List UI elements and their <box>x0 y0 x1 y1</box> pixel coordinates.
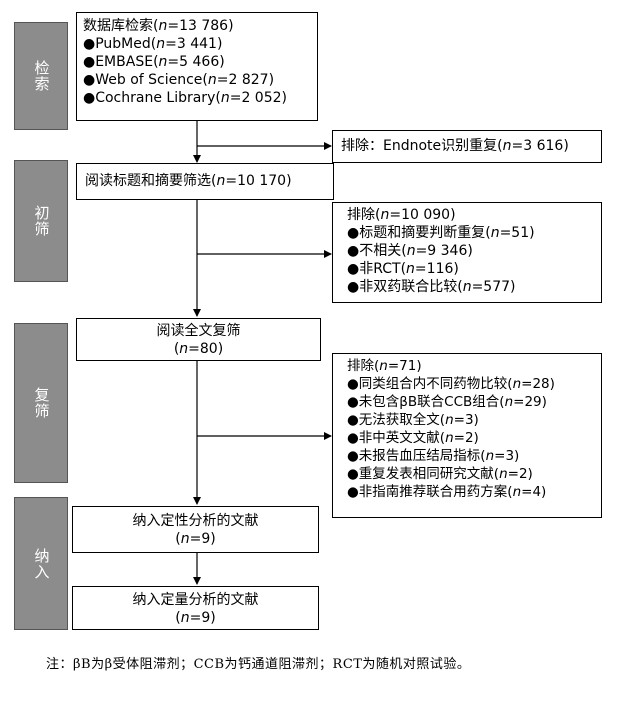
stage-inclusion: 纳入 <box>14 497 68 630</box>
title-abstract-screen-box: 阅读标题和摘要筛选(n=10 170) <box>76 163 334 200</box>
stage-search-label: 检索 <box>32 60 51 92</box>
qualitative-box: 纳入定性分析的文献 (n=9) <box>72 506 319 553</box>
stage-inclusion-label: 纳入 <box>32 547 51 580</box>
search-web-of-science: ●Web of Science(n=2 827) <box>83 72 275 88</box>
search-pubmed: ●PubMed(n=3 441) <box>83 36 223 52</box>
stage-initial-screen-label: 初筛 <box>32 205 51 237</box>
search-total: 数据库检索(n=13 786) <box>83 18 234 34</box>
search-box: 数据库检索(n=13 786) ●PubMed(n=3 441) ●EMBASE… <box>76 12 318 121</box>
fulltext-screen-box: 阅读全文复筛 (n=80) <box>76 318 321 361</box>
stage-search: 检索 <box>14 22 68 130</box>
stage-fulltext-screen-label: 复筛 <box>32 387 51 419</box>
exclude-initial-box: 排除(n=10 090) ●标题和摘要判断重复(n=51) ●不相关(n=9 3… <box>332 202 602 303</box>
exclude-fulltext-box: 排除(n=71) ●同类组合内不同药物比较(n=28) ●未包含βB联合CCB组… <box>332 353 602 518</box>
search-embase: ●EMBASE(n=5 466) <box>83 54 225 70</box>
exclude-duplicates-box: 排除：Endnote识别重复(n=3 616) <box>332 130 602 163</box>
search-cochrane: ●Cochrane Library(n=2 052) <box>83 90 287 106</box>
stage-initial-screen: 初筛 <box>14 160 68 282</box>
stage-fulltext-screen: 复筛 <box>14 323 68 483</box>
quantitative-box: 纳入定量分析的文献 (n=9) <box>72 586 319 630</box>
figure-note: 注：βB为β受体阻滞剂；CCB为钙通道阻滞剂；RCT为随机对照试验。 <box>46 657 471 672</box>
